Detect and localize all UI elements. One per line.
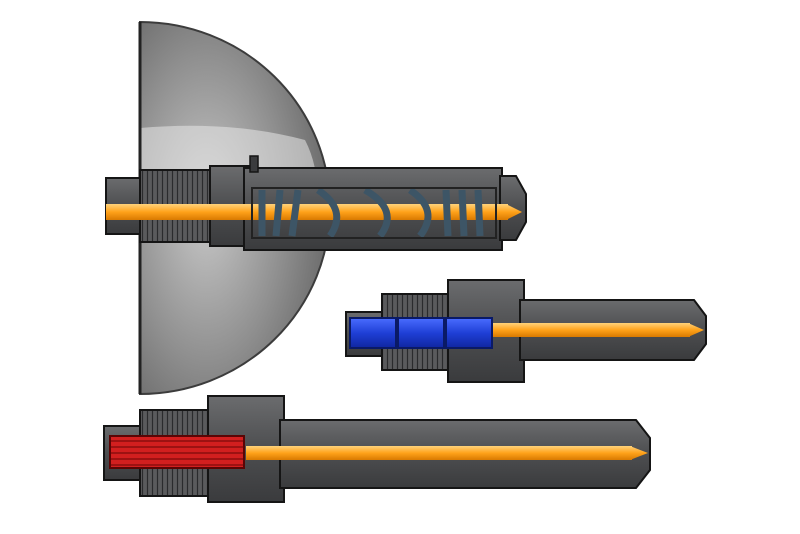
nozzle-tip-1: [506, 204, 522, 220]
spiral-insert: [258, 186, 484, 239]
blue-insert-nozzle: [345, 279, 707, 383]
nozzle-tip-3: [630, 446, 648, 460]
red-coil-heater: [109, 435, 245, 469]
red-heater-nozzle: [103, 395, 651, 503]
melt-channel-1: [106, 204, 508, 220]
nozzle-tip-2: [688, 323, 704, 337]
melt-channel-2: [490, 323, 690, 337]
spiral-sleeve: [251, 187, 497, 239]
melt-channel-3: [246, 446, 632, 460]
blue-segments: [349, 317, 493, 349]
dome-spiral-nozzle: [105, 20, 527, 396]
